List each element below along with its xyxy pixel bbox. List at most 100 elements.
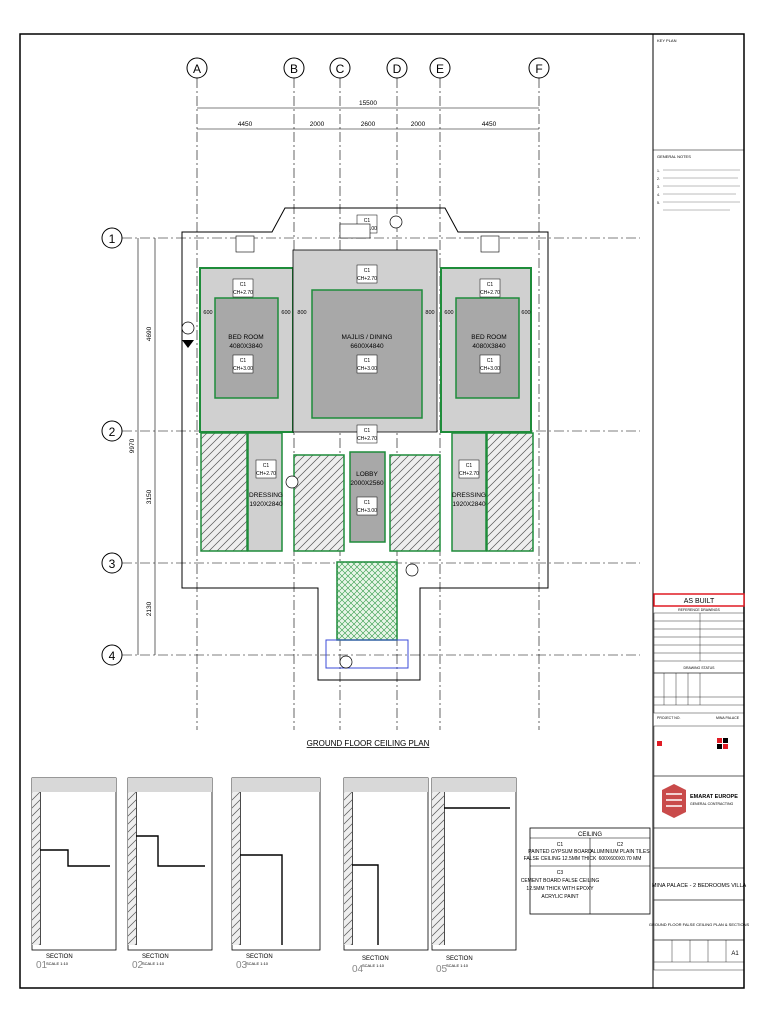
svg-text:CH+2.70: CH+2.70 [233, 290, 253, 296]
svg-text:01: 01 [36, 960, 48, 971]
section-details: SECTION SCALE 1:10 01 SECTION SCALE 1:10… [31, 777, 517, 975]
svg-text:SECTION: SECTION [46, 954, 73, 960]
section-detail-01: SECTION SCALE 1:10 01 [31, 777, 117, 971]
room-label: BED ROOM [471, 334, 506, 341]
svg-text:3150: 3150 [146, 489, 153, 504]
svg-text:A: A [193, 62, 201, 76]
svg-text:F: F [535, 62, 542, 76]
svg-text:600X600X0.70 MM: 600X600X0.70 MM [599, 856, 642, 862]
room-size: 4080X3840 [472, 343, 506, 350]
room-label: MAJLIS / DINING [342, 334, 393, 341]
svg-text:4450: 4450 [482, 121, 497, 128]
as-built-stamp [653, 593, 745, 607]
svg-text:C1: C1 [364, 218, 371, 224]
room-label: BED ROOM [228, 334, 263, 341]
building-outline [181, 207, 549, 681]
svg-text:C1: C1 [240, 282, 247, 288]
ceiling-tags: C1 CH+2.70 C1 CH+3.00 C1 CH+2.70 C1 CH+3… [232, 214, 501, 516]
svg-text:A1: A1 [731, 951, 739, 957]
room-label: DRESSING [249, 492, 283, 499]
svg-text:1.: 1. [657, 169, 660, 173]
svg-text:C1: C1 [364, 428, 371, 434]
svg-text:4690: 4690 [146, 326, 153, 341]
svg-text:CEILING: CEILING [578, 832, 602, 838]
ceiling-tag: C1 CH+3.00 [479, 354, 501, 374]
svg-text:C1: C1 [364, 500, 371, 506]
svg-text:2000: 2000 [411, 121, 426, 128]
svg-text:4: 4 [109, 649, 116, 663]
ceiling-tag: C1 CH+3.00 [356, 354, 378, 374]
ceiling-legend: CEILING C1 PAINTED GYPSUM BOARD FALSE CE… [521, 827, 651, 915]
svg-text:C2: C2 [617, 842, 624, 848]
svg-text:MINA PALACE: MINA PALACE [716, 716, 740, 720]
svg-text:4.: 4. [657, 193, 660, 197]
svg-text:05: 05 [436, 964, 448, 975]
svg-text:CH+3.00: CH+3.00 [357, 508, 377, 514]
svg-text:C1: C1 [487, 282, 494, 288]
svg-text:2000: 2000 [310, 121, 325, 128]
svg-text:SCALE 1:10: SCALE 1:10 [362, 963, 385, 968]
room-size: 2000X2560 [350, 480, 384, 487]
svg-text:SECTION: SECTION [246, 954, 273, 960]
svg-text:C: C [336, 62, 345, 76]
svg-text:CH+3.00: CH+3.00 [357, 366, 377, 372]
ceiling-tag: C1 CH+3.00 [356, 496, 378, 516]
svg-text:2130: 2130 [146, 601, 153, 616]
svg-text:ALUMINIUM PLAIN TILES: ALUMINIUM PLAIN TILES [590, 849, 650, 855]
svg-text:02: 02 [132, 960, 144, 971]
svg-text:FALSE CEILING 12.5MM THICK: FALSE CEILING 12.5MM THICK [524, 856, 597, 862]
dressing-right-zone [451, 432, 487, 552]
svg-text:ACRYLIC PAINT: ACRYLIC PAINT [541, 894, 578, 900]
svg-text:3.: 3. [657, 185, 660, 189]
ceiling-tag: C1 CH+2.70 [255, 459, 277, 479]
ceiling-zones [199, 249, 534, 669]
room-size: 1920X2840 [452, 501, 486, 508]
svg-text:PAINTED GYPSUM BOARD: PAINTED GYPSUM BOARD [528, 849, 592, 855]
room-dimensions: 600 600 800 800 600 600 [203, 310, 530, 316]
svg-text:2.: 2. [657, 177, 660, 181]
room-label: LOBBY [356, 471, 378, 478]
svg-text:SECTION: SECTION [362, 956, 389, 962]
sheet-border [19, 33, 745, 989]
svg-text:CH+3.00: CH+3.00 [480, 366, 500, 372]
svg-text:600: 600 [444, 310, 453, 316]
ceiling-tag: C1 CH+3.00 [232, 354, 254, 374]
svg-text:B: B [290, 62, 298, 76]
svg-text:AS BUILT: AS BUILT [684, 598, 715, 605]
svg-text:5.: 5. [657, 201, 660, 205]
entrance-zone [336, 561, 398, 641]
room-size: 6600X4840 [350, 343, 384, 350]
title-block: KEY PLAN GENERAL NOTES 1. 2. 3. 4. 5. AS… [649, 38, 749, 971]
svg-text:C1: C1 [364, 268, 371, 274]
section-detail-05: SECTION SCALE 1:10 05 [431, 777, 517, 975]
ceiling-tag: C1 CH+2.70 [479, 278, 501, 298]
svg-text:12.5MM THICK WITH EPOXY: 12.5MM THICK WITH EPOXY [526, 886, 594, 892]
svg-text:SCALE 1:10: SCALE 1:10 [246, 961, 269, 966]
svg-text:2: 2 [109, 425, 116, 439]
svg-text:2600: 2600 [361, 121, 376, 128]
room-size: 4080X3840 [229, 343, 263, 350]
grid-col-f: F [528, 57, 550, 730]
svg-text:600: 600 [281, 310, 290, 316]
svg-text:KEY PLAN: KEY PLAN [657, 38, 677, 43]
ceiling-tag: C1 CH+2.70 [232, 278, 254, 298]
svg-text:C1: C1 [466, 463, 473, 469]
svg-text:SCALE 1:10: SCALE 1:10 [142, 961, 165, 966]
dimension-left: 9970 4690 3150 2130 [129, 238, 156, 655]
svg-text:SCALE 1:10: SCALE 1:10 [446, 963, 469, 968]
svg-text:03: 03 [236, 960, 248, 971]
svg-text:C1: C1 [263, 463, 270, 469]
svg-text:C1: C1 [364, 358, 371, 364]
svg-text:CH+2.70: CH+2.70 [256, 471, 276, 477]
room-size: 1920X2840 [249, 501, 283, 508]
svg-text:GENERAL CONTRACTING: GENERAL CONTRACTING [690, 802, 734, 806]
grid-row-1: 1 [101, 227, 640, 249]
dimension-top: 15500 4450 2000 2600 2000 4450 [197, 100, 539, 130]
svg-text:15500: 15500 [359, 100, 377, 107]
ceiling-tag: C1 CH+2.70 [356, 264, 378, 284]
contractor-logo [662, 784, 686, 818]
ceiling-tag: C1 CH+2.70 [356, 424, 378, 444]
room-labels: BED ROOM 4080X3840 MAJLIS / DINING 6600X… [228, 334, 506, 508]
svg-text:GENERAL NOTES: GENERAL NOTES [657, 154, 691, 159]
